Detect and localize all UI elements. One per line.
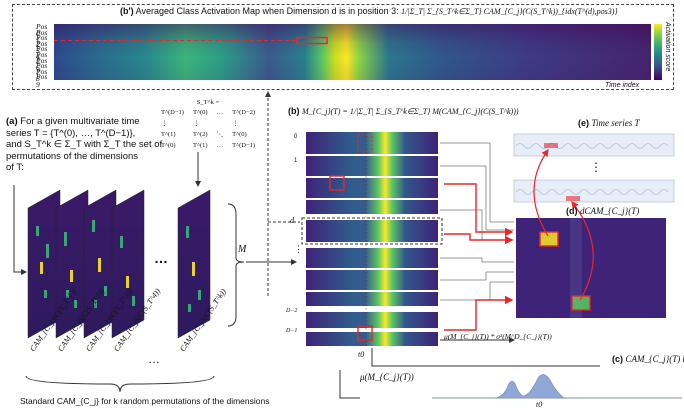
c-connector (339, 370, 360, 399)
panel-b-formula: M_{C_j}(T) = 1/|Σ_T| Σ_{S_T^k∈Σ_T} M(CAM… (302, 107, 519, 116)
bottom-caption: Standard CAM_{C_j} for k random permutat… (20, 396, 270, 406)
c-curve (432, 374, 682, 399)
red-link-d (444, 233, 514, 245)
pos-label: Pos 4 (36, 44, 48, 61)
red-curve-b (571, 201, 594, 301)
panel-b-label: (b) (288, 106, 300, 116)
pos-label: Pos 2 (36, 33, 48, 50)
mu-label: μ(M_{C_j}(T)) (360, 372, 414, 382)
cam-speckles (36, 220, 201, 312)
row-highlight-a (329, 175, 345, 191)
pos-label: Pos 6 (36, 55, 48, 72)
panel-c-label: (c) (612, 354, 623, 364)
colorbar (654, 24, 662, 80)
row-label-d: d (290, 216, 294, 225)
averaged-cam-heatmap (54, 24, 651, 80)
matrix-table: T^(D−1)T^(0)…T^(D−2) ⋮⋮⋮ T^(1)T^(2)⋱T^(0… (161, 109, 256, 149)
right-brace (227, 203, 245, 327)
row-label: D−1 (286, 328, 298, 334)
b-to-d-connectors (440, 142, 514, 301)
panel-d-title: (d) dCAM_{C_j}(T) (566, 206, 639, 216)
row-label: D−2 (286, 308, 298, 314)
panel-a-label: (a) (6, 116, 18, 127)
panel-c-title-text: CAM_{C_j}(T) bar (625, 354, 684, 364)
panel-a-line: series T = {T^(0), …, T^(D−1)}, (6, 127, 136, 139)
m-operator: M (238, 244, 247, 255)
text-arrow (13, 185, 27, 275)
panel-b-prime-frame (12, 4, 674, 90)
row-label: 0 (294, 134, 298, 140)
panel-a-line: and S_T^k ∈ Σ_T with Σ_T the set of (6, 139, 163, 150)
dcam-highlight-a (539, 231, 559, 247)
matrix-header: S_T^k = (196, 99, 220, 106)
row-label: 1 (294, 158, 298, 164)
panel-d-formula: μ(M_{C_j}(T)) * σ²(M^D_{C_j}(T)) (444, 332, 552, 341)
dcam-heatmap (516, 218, 666, 318)
pos-label: Pos 5 (36, 50, 48, 67)
t0-label-b: t0 (358, 350, 365, 359)
cam-label-ellipsis: … (148, 352, 160, 366)
mu-connector (371, 348, 600, 367)
time-series-row-n (513, 179, 675, 203)
panel-b-rows (306, 132, 438, 346)
pos-label: Pos 1 (36, 27, 48, 44)
panel-e-vdots: ⋮ (590, 160, 602, 174)
panel-a-line: permutations of the dimensions (6, 150, 139, 162)
dcam-highlight-b (571, 295, 591, 311)
panel-b-prime-title-text: Averaged Class Activation Map when Dimen… (135, 6, 399, 16)
red-link-b (444, 295, 514, 331)
bottom-brace (25, 375, 215, 393)
panel-e-label: (e) (578, 118, 589, 128)
panel-d-label: (d) (566, 206, 578, 216)
row-d-highlight (301, 217, 443, 245)
panel-a-line: of T: (6, 162, 24, 173)
pos-label: Pos 9 (36, 72, 48, 89)
red-curve-a (533, 149, 549, 237)
panel-d-title-text: dCAM_{C_j}(T) (580, 206, 640, 216)
row-highlight-b (357, 325, 373, 341)
time-axis-label: Time index (605, 82, 640, 89)
pos-label: Pos 3 (36, 38, 48, 56)
cam-ellipsis: … (154, 250, 168, 266)
panel-a-line: For a given multivariate time (20, 116, 140, 127)
pos-label: Pos 8 (36, 66, 48, 84)
pos-label: Pos 7 (36, 61, 48, 78)
panel-b-prime-formula: 1/|Σ_T| Σ_{S_T^k∈Σ_T} CAM_{C_j}(C(S_T^k)… (401, 7, 618, 16)
time-series-row-0 (513, 133, 675, 157)
permutation-matrix: S_T^k = T^(D−1)T^(0)…T^(D−2) ⋮⋮⋮ T^(1)T^… (160, 98, 256, 151)
red-link-a (444, 183, 514, 237)
panel-c-title: (c) CAM_{C_j}(T) bar (612, 354, 684, 364)
t0-label-c: t0 (536, 400, 543, 409)
panel-e-title: (e) Time series T (578, 118, 640, 128)
panel-b-title: (b) M_{C_j}(T) = 1/|Σ_T| Σ_{S_T^k∈Σ_T} M… (288, 106, 519, 116)
panel-b-prime-label: (b') (120, 6, 134, 16)
pos-label: Pos 0 (36, 22, 48, 39)
colorbar-label: Activation score (664, 22, 671, 72)
panel-e-title-text: Time series T (591, 118, 640, 128)
panel-b-prime-title: (b') Averaged Class Activation Map when … (120, 6, 618, 16)
panel-a-text: (a) For a given multivariate time series… (6, 116, 196, 174)
row-vdots: ⋮ (294, 244, 303, 254)
